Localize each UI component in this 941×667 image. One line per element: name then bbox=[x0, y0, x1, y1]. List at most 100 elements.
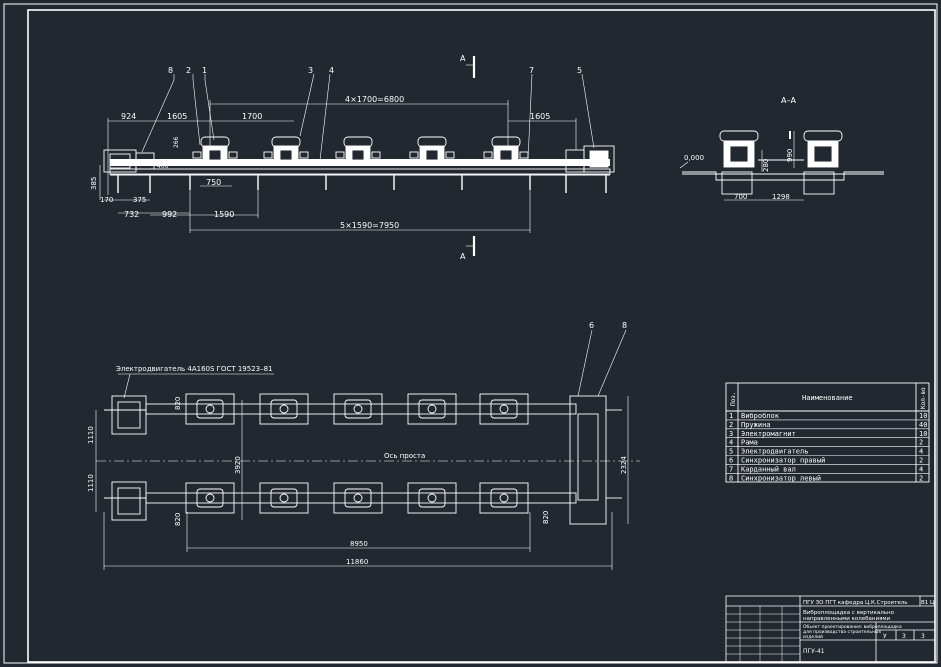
outer-frame bbox=[3, 3, 938, 664]
dim-2324: 2324 bbox=[620, 456, 628, 474]
spec-row-name: Пружина bbox=[741, 421, 771, 429]
vibro-block-plan bbox=[259, 482, 309, 514]
spec-row-qty: 40 bbox=[919, 421, 927, 429]
doc-line-3: изделий bbox=[803, 633, 823, 640]
dim-small-400: 400 bbox=[157, 163, 169, 170]
section-mark-top: А bbox=[460, 54, 466, 63]
vibro-block-plan bbox=[185, 393, 235, 425]
dim-700: 700 bbox=[734, 193, 747, 201]
spec-row-pos: 5 bbox=[729, 448, 733, 456]
title-block-text: ПГУ ЗО ПГТ кафедра Ц.К.Строитель В1 Ц Ви… bbox=[803, 600, 935, 655]
callout-4: 4 bbox=[329, 66, 334, 75]
spec-header-pos: Поз. bbox=[730, 392, 737, 406]
dim-375: 375 bbox=[133, 196, 146, 204]
spec-row-name: Синхронизатор правый bbox=[741, 457, 825, 465]
callout-3: 3 bbox=[308, 66, 313, 75]
section-view-labels: А–А 0,000 990 280 700 1298 bbox=[684, 96, 796, 201]
dim-3920: 3920 bbox=[234, 456, 242, 474]
vibro-block-plan bbox=[479, 482, 529, 514]
side-view bbox=[103, 136, 615, 193]
vibro-block-side bbox=[409, 136, 455, 165]
dim-11860: 11860 bbox=[346, 558, 368, 566]
dim-1590: 1590 bbox=[214, 210, 234, 219]
callout-6: 6 bbox=[589, 321, 594, 330]
doc-line-2: для производства строительных bbox=[803, 630, 881, 635]
dim-5x1590: 5×1590=7950 bbox=[340, 221, 399, 230]
dim-8950: 8950 bbox=[350, 540, 368, 548]
vibro-block-plan bbox=[333, 393, 383, 425]
callout-7: 7 bbox=[529, 66, 534, 75]
spec-row-pos: 8 bbox=[729, 474, 733, 482]
dim-732: 732 bbox=[124, 210, 139, 219]
level-mark: 0,000 bbox=[684, 154, 704, 162]
dim-1605-right: 1605 bbox=[530, 112, 550, 121]
vibro-block-plan bbox=[407, 393, 457, 425]
spec-row-qty: 4 bbox=[919, 465, 923, 473]
dim-820-c: 820 bbox=[542, 511, 550, 524]
vibro-block-plan-views bbox=[185, 393, 529, 514]
spec-row-name: Синхронизатор левый bbox=[741, 474, 821, 482]
vibro-block-plan bbox=[259, 393, 309, 425]
vibro-block-side bbox=[335, 136, 381, 165]
vibro-block-side-views bbox=[192, 136, 529, 165]
spec-row-qty: 4 bbox=[919, 448, 923, 456]
axis-label: Ось проста bbox=[384, 452, 425, 460]
title-line-2: направленными колебаниями bbox=[803, 616, 891, 622]
section-view bbox=[679, 130, 884, 201]
title-group: ПГУ-41 bbox=[803, 648, 825, 655]
title-block bbox=[725, 595, 936, 663]
doc-line-1: Обьект проектирования: виброплощадка bbox=[803, 624, 902, 630]
dim-820-a: 820 bbox=[174, 397, 182, 410]
dim-1700: 1700 bbox=[242, 112, 262, 121]
inner-frame bbox=[27, 9, 936, 663]
title-org: ПГУ ЗО ПГТ кафедра Ц.К.Строитель bbox=[803, 600, 907, 606]
title-cell-1: У bbox=[883, 633, 887, 640]
side-view-labels: 8 2 1 3 4 7 5 924 1605 1700 4×1700=6800 … bbox=[90, 54, 582, 261]
spec-row-pos: 1 bbox=[729, 412, 733, 420]
spec-row-qty: 2 bbox=[919, 457, 923, 465]
title-line-1: Виброплощадка с вертикально bbox=[803, 610, 895, 616]
spec-row-pos: 7 bbox=[729, 465, 733, 473]
vibro-block-plan bbox=[185, 482, 235, 514]
dim-1298: 1298 bbox=[772, 193, 790, 201]
dim-1110-top: 1110 bbox=[87, 426, 95, 444]
dim-1110-bottom: 1110 bbox=[87, 474, 95, 492]
spec-row-pos: 6 bbox=[729, 457, 733, 465]
spec-row-pos: 2 bbox=[729, 421, 733, 429]
section-title: А–А bbox=[781, 96, 796, 105]
section-mark-bottom: А bbox=[460, 252, 466, 261]
dim-820-b: 820 bbox=[174, 513, 182, 526]
dim-170: 170 bbox=[100, 196, 113, 204]
dim-1605-left: 1605 bbox=[167, 112, 187, 121]
spec-header-name: Наименование bbox=[802, 394, 853, 402]
plan-view-labels: Электродвигатель 4А160S ГОСТ 19523–81 Ос… bbox=[87, 321, 628, 566]
callout-8-plan: 8 bbox=[622, 321, 627, 330]
spec-row-name: Электромагнит bbox=[741, 430, 796, 438]
spec-row-qty: 2 bbox=[919, 474, 923, 482]
dim-385: 385 bbox=[90, 177, 98, 190]
dim-4x1700: 4×1700=6800 bbox=[345, 95, 404, 104]
callout-8: 8 bbox=[168, 66, 173, 75]
spec-row-qty: 10 bbox=[919, 430, 927, 438]
dim-992: 992 bbox=[162, 210, 177, 219]
vibro-block-plan bbox=[479, 393, 529, 425]
dim-924: 924 bbox=[121, 112, 136, 121]
dim-280: 280 bbox=[762, 159, 770, 172]
plan-view bbox=[95, 329, 640, 570]
title-sheet-code: В1 Ц bbox=[921, 600, 935, 606]
spec-row-qty: 10 bbox=[919, 412, 927, 420]
title-cell-3: 3 bbox=[921, 633, 925, 640]
vibro-block-side bbox=[192, 136, 238, 165]
vibro-block-plan bbox=[407, 482, 457, 514]
motor-label: Электродвигатель 4А160S ГОСТ 19523–81 bbox=[116, 365, 273, 373]
callout-1: 1 bbox=[202, 66, 207, 75]
dim-750: 750 bbox=[206, 178, 221, 187]
spec-row-qty: 2 bbox=[919, 439, 923, 447]
spec-row-name: Виброблок bbox=[741, 412, 780, 420]
spec-row-name: Карданный вал bbox=[741, 465, 796, 473]
title-cell-2: 3 bbox=[902, 633, 906, 640]
vibro-block-side bbox=[263, 136, 309, 165]
dim-990: 990 bbox=[786, 149, 794, 162]
